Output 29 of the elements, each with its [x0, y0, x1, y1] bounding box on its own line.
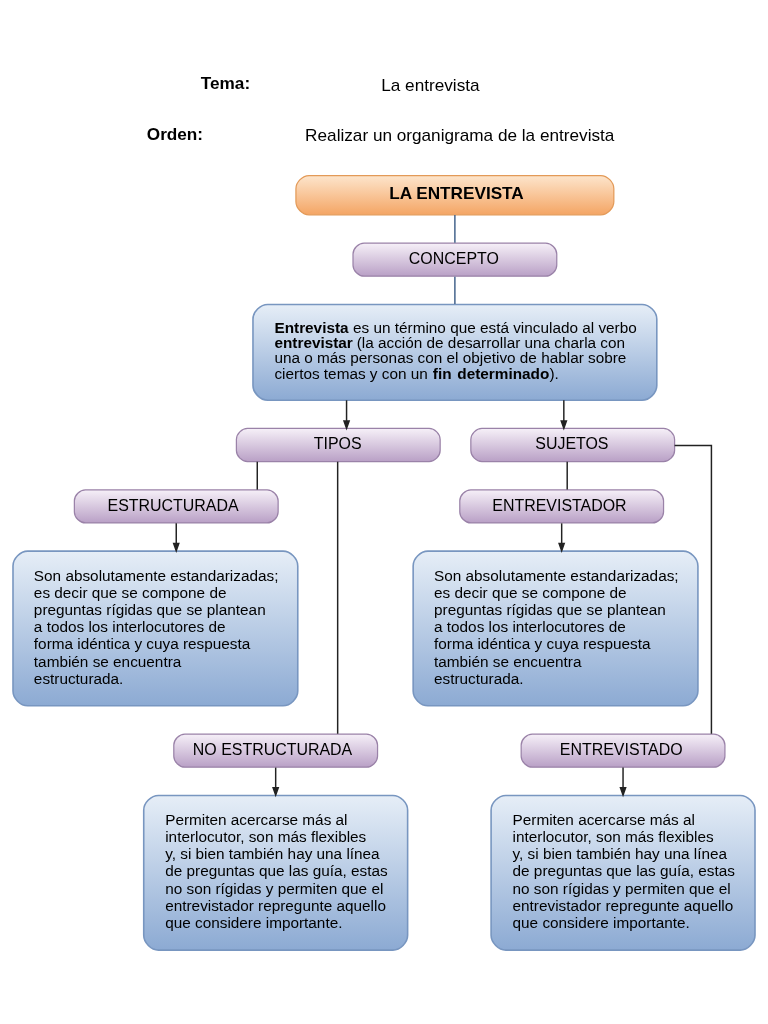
- node-box: Son absolutamente estandarizadas; es decir que se compone de preguntas rígidas que se plantean a todos los interlocutores de forma idéntica y cuya respuesta también se encuentra estructurada.: [12, 549, 299, 707]
- node-box: CONCEPTO: [352, 241, 558, 277]
- arrow: [272, 766, 280, 797]
- connector: [566, 460, 568, 490]
- arrow: [619, 766, 627, 797]
- connector: [454, 213, 456, 243]
- node-box: LA ENTREVISTA: [295, 174, 615, 215]
- arrow: [560, 399, 568, 430]
- arrow: [558, 522, 566, 553]
- node-box: Permiten acercarse más al interlocutor, son más flexibles y, si bien también hay una línea de preguntas que las guía, estas no son rígidas y permiten que el entrevistador repregunte aquello que considere importante.: [490, 794, 756, 951]
- connector: [256, 460, 258, 490]
- node-box: ENTREVISTADOR: [459, 488, 665, 524]
- node-box: Son absolutamente estandarizadas; es decir que se compone de preguntas rígidas que se plantean a todos los interlocutores de forma idéntica y cuya respuesta también se encuentra estructurada.: [412, 549, 699, 707]
- connector: [454, 275, 456, 305]
- node-box: TIPOS: [235, 427, 441, 462]
- label: Orden:: [146, 123, 204, 144]
- node-box: ESTRUCTURADA: [73, 488, 279, 524]
- node-box: SUJETOS: [470, 427, 676, 462]
- label: La entrevista: [381, 74, 480, 94]
- arrow: [342, 399, 351, 430]
- node-box: ENTREVISTADO: [520, 732, 726, 768]
- label: Realizar un organigrama de la entrevista: [305, 124, 615, 145]
- node-box: Entrevista es un término que está vinculado al verbo entrevistar (la acción de desarrollar una charla con una o más personas con el objetivo de hablar sobre ciertos temas y con un fin determinado).: [252, 303, 658, 401]
- node-box: Permiten acercarse más al interlocutor, son más flexibles y, si bien también hay una línea de preguntas que las guía, estas no son rígidas y permiten que el entrevistador repregunte aquello que considere importante.: [142, 794, 409, 951]
- connector: [673, 444, 713, 735]
- connector: [336, 460, 339, 735]
- label: Tema:: [200, 72, 251, 93]
- node-box: NO ESTRUCTURADA: [173, 732, 379, 768]
- arrow: [172, 522, 180, 553]
